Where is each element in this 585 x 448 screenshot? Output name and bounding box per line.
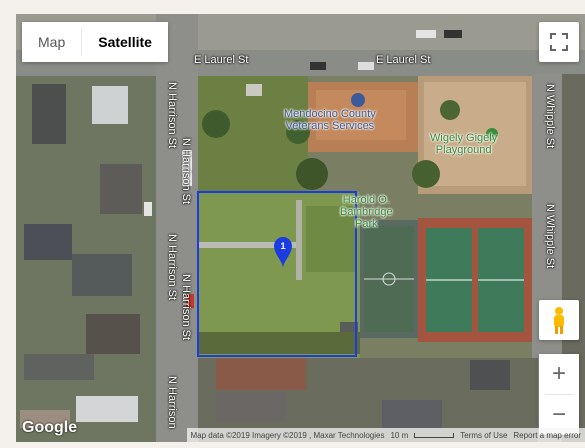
zoom-in-button[interactable]: + <box>539 354 579 394</box>
fullscreen-button[interactable] <box>539 22 579 62</box>
poi-label-veterans[interactable]: Mendocino County Veterans Services <box>284 108 376 132</box>
map-type-satellite-button[interactable]: Satellite <box>82 22 168 62</box>
map-type-map-button[interactable]: Map <box>22 22 82 62</box>
poi-label-playground[interactable]: Wigely Gigely Playground <box>430 132 498 156</box>
street-label-laurel-west: E Laurel St <box>194 54 249 66</box>
terms-link[interactable]: Terms of Use <box>460 430 508 440</box>
map-type-control: Map Satellite <box>22 22 168 62</box>
location-marker-pin <box>274 237 292 268</box>
marker-number: 1 <box>280 241 286 251</box>
report-error-link[interactable]: Report a map error <box>513 430 581 440</box>
google-logo[interactable]: Google <box>22 419 78 436</box>
street-label-whipple-1: N Whipple St <box>544 84 556 149</box>
street-label-harrison-4: N Harrison St <box>180 274 192 341</box>
street-view-pegman-button[interactable] <box>539 300 579 340</box>
scale-bar <box>414 432 455 438</box>
satellite-imagery <box>16 14 585 442</box>
street-label-harrison-2: N Harrison St <box>180 138 192 205</box>
street-label-whipple-2: N Whipple St <box>544 204 556 269</box>
poi-label-park[interactable]: Harold O. Bainbridge Park <box>340 194 393 230</box>
zoom-divider <box>545 394 573 395</box>
fullscreen-icon <box>550 33 568 51</box>
street-label-laurel-east: E Laurel St <box>376 54 431 66</box>
selection-polygon <box>197 191 357 357</box>
map-data-text: Map data ©2019 Imagery ©2019 , Maxar Tec… <box>190 430 385 440</box>
street-label-harrison-5: N Harrison <box>166 376 178 429</box>
map-attribution: Map data ©2019 Imagery ©2019 , Maxar Tec… <box>186 428 585 442</box>
satellite-map[interactable]: 1 E Laurel St E Laurel St N Harrison St … <box>16 14 585 442</box>
street-label-harrison-3: N Harrison St <box>166 234 178 301</box>
map-type-divider <box>81 28 83 56</box>
street-label-harrison-1: N Harrison St <box>166 82 178 149</box>
pegman-icon <box>554 307 564 334</box>
zoom-control: + − <box>539 354 579 435</box>
scale-label[interactable]: 10 m <box>390 430 409 440</box>
